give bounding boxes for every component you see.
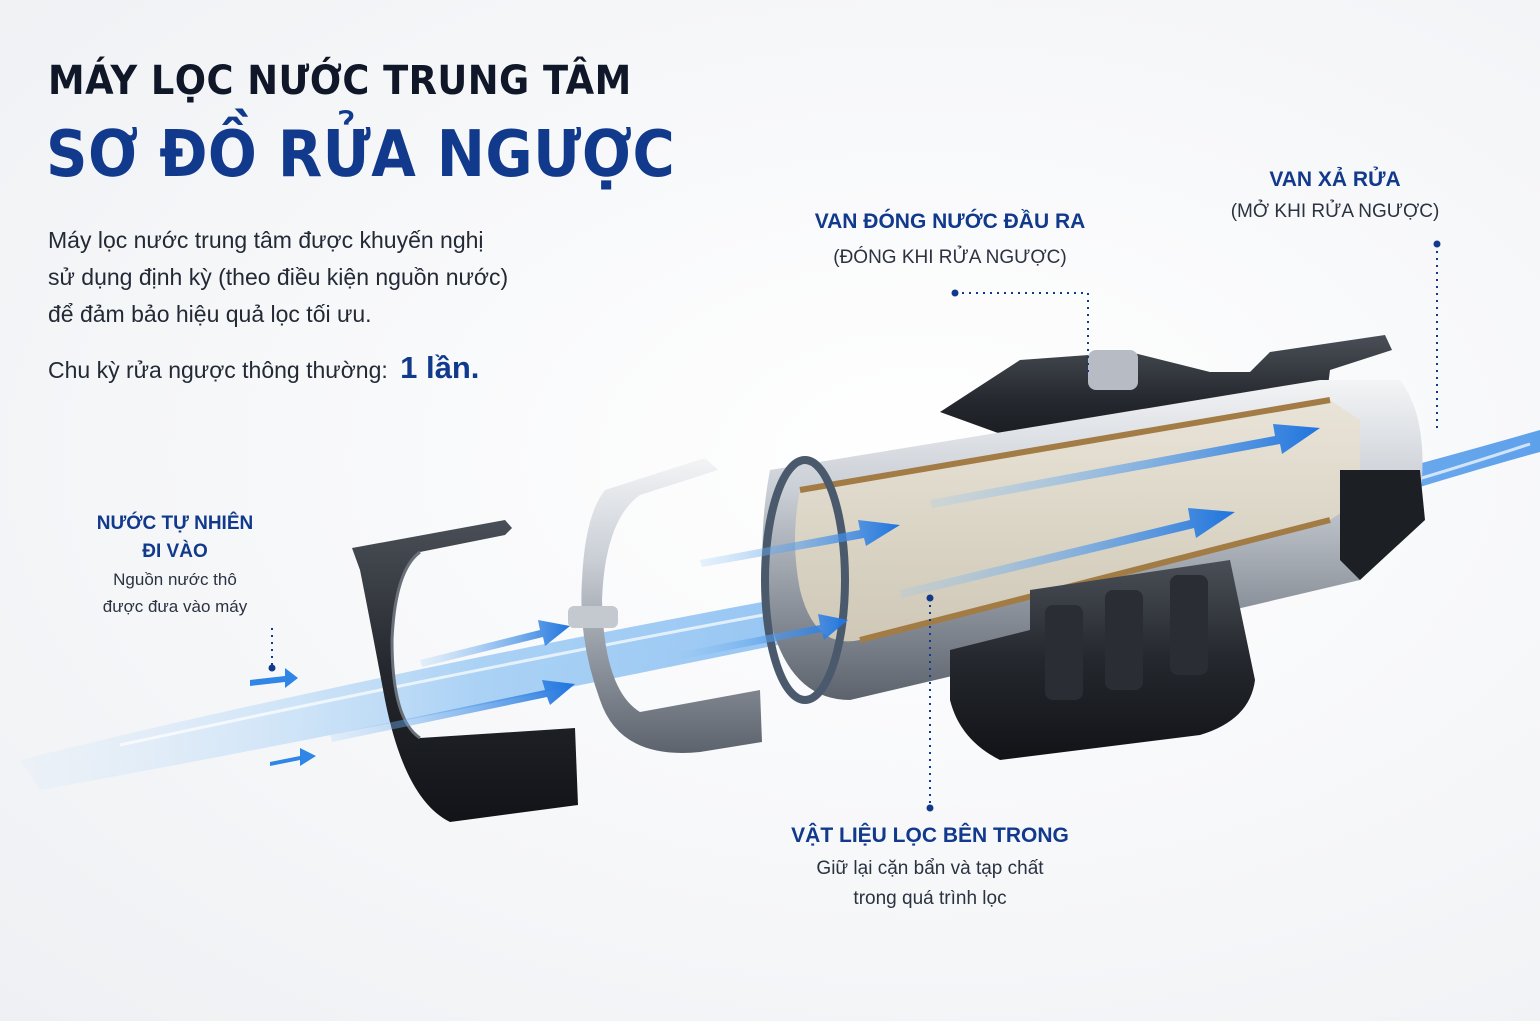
callout-inlet: NƯỚC TỰ NHIÊN ĐI VÀO Nguồn nước thô được… [60,510,290,620]
backwash-cycle: Chu kỳ rửa ngược thông thường: 1 lần. [48,350,479,386]
flow-arrows [250,424,1320,766]
intro-line-2: sử dụng định kỳ (theo điều kiện nguồn nư… [48,264,509,290]
steel-ring [568,458,762,753]
title-line-1: MÁY LỌC NƯỚC TRUNG TÂM [48,58,632,104]
inlet-desc-2: được đưa vào máy [102,597,248,616]
filter-media-title: VẬT LIỆU LỌC BÊN TRONG [791,824,1069,847]
callout-flush-valve: VAN XẢ RỬA (MỞ KHI RỬA NGƯỢC) [1200,166,1470,226]
intro-line-1: Máy lọc nước trung tâm được khuyến nghị [48,227,484,253]
cycle-value: 1 lần. [400,350,480,385]
leader-lines [271,244,1438,808]
cycle-label: Chu kỳ rửa ngược thông thường: [48,357,388,383]
callout-filter-media: VẬT LIỆU LỌC BÊN TRONG Giữ lại cặn bẩn v… [760,822,1100,914]
filter-media-desc-1: Giữ lại cặn bẩn và tạp chất [816,858,1044,879]
callout-outlet-valve: VAN ĐÓNG NƯỚC ĐẦU RA (ĐÓNG KHI RỬA NGƯỢC… [780,208,1120,272]
title-line-2: SƠ ĐỒ RỬA NGƯỢC [46,118,676,192]
intro-line-3: để đảm bảo hiệu quả lọc tối ưu. [48,301,372,327]
filter-media-desc-2: trong quá trình lọc [853,888,1007,909]
inlet-desc-1: Nguồn nước thô [113,570,237,589]
flush-valve-desc: (MỞ KHI RỬA NGƯỢC) [1230,201,1440,222]
flush-valve-title: VAN XẢ RỬA [1269,168,1401,191]
outlet-valve-title: VAN ĐÓNG NƯỚC ĐẦU RA [814,210,1086,233]
filter-housing [761,335,1425,760]
inlet-title-1: NƯỚC TỰ NHIÊN [96,513,254,534]
outlet-valve-desc: (ĐÓNG KHI RỬA NGƯỢC) [833,247,1067,268]
intro-paragraph: Máy lọc nước trung tâm được khuyến nghị … [48,222,568,333]
leader-dots [268,240,1441,812]
inlet-title-2: ĐI VÀO [142,541,208,562]
